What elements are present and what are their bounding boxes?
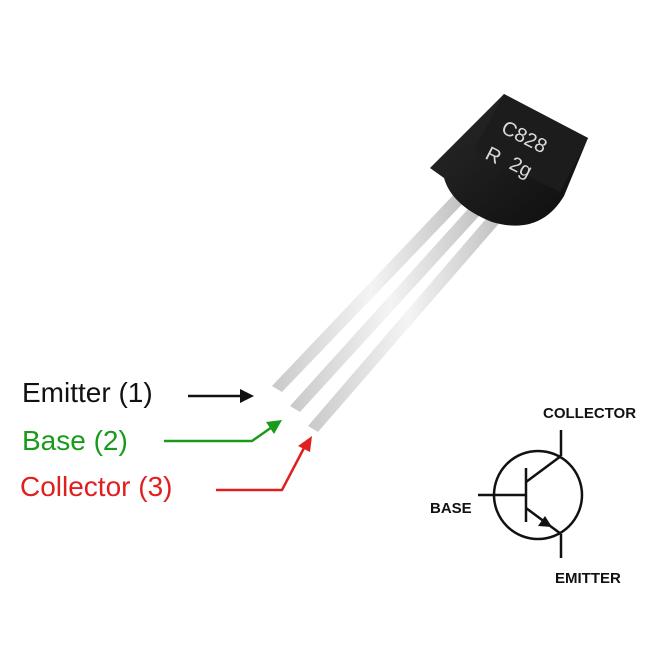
symbol-emitter-label: EMITTER: [555, 570, 621, 587]
base-pin-label: Base (2): [22, 425, 128, 456]
collector-arrow: [216, 447, 306, 492]
collector-diagonal: [525, 454, 562, 484]
transistor-component: C828 R 2g: [272, 94, 588, 432]
pin-labels: Emitter (1) Base (2) Collector (3): [20, 377, 312, 502]
emitter-arrow-symbol: [538, 516, 552, 527]
npn-schematic-symbol: [478, 430, 584, 558]
base-leg: [290, 198, 490, 412]
transistor-flat-face: [474, 94, 588, 192]
base-arrow-head: [266, 420, 282, 434]
base-arrow: [164, 425, 273, 443]
collector-arrow-head: [298, 436, 312, 452]
emitter-arrow-head: [240, 389, 254, 403]
emitter-pin-label: Emitter (1): [22, 377, 153, 408]
collector-pin-label: Collector (3): [20, 471, 172, 502]
collector-leg: [308, 206, 509, 432]
emitter-leg: [272, 190, 470, 392]
symbol-base-label: BASE: [430, 500, 472, 517]
symbol-collector-label: COLLECTOR: [543, 405, 636, 422]
